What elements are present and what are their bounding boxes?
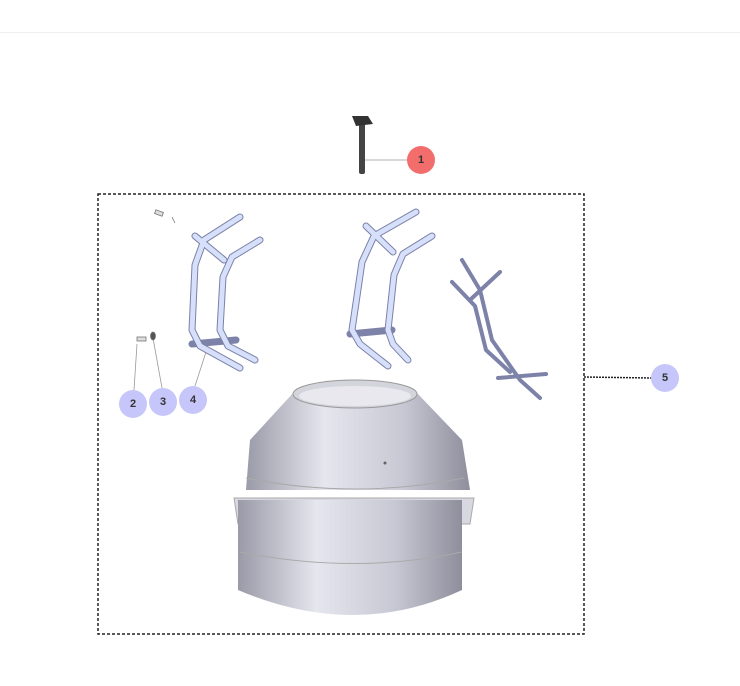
leader-line-5 [583,376,652,379]
assembly-group-box [97,193,585,635]
callout-1[interactable]: 1 [407,146,435,174]
part-1-bolt [352,116,373,174]
part-4-bracket-left [188,213,264,372]
part-drum [233,379,475,615]
part-hardware [136,209,176,342]
part-bracket-right [450,258,548,400]
top-bar [0,0,740,33]
part-bracket-middle [346,208,436,370]
callout-2[interactable]: 2 [119,390,147,418]
callout-4[interactable]: 4 [179,386,207,414]
callout-5[interactable]: 5 [651,364,679,392]
callout-3[interactable]: 3 [149,388,177,416]
leader-lines [133,159,407,391]
